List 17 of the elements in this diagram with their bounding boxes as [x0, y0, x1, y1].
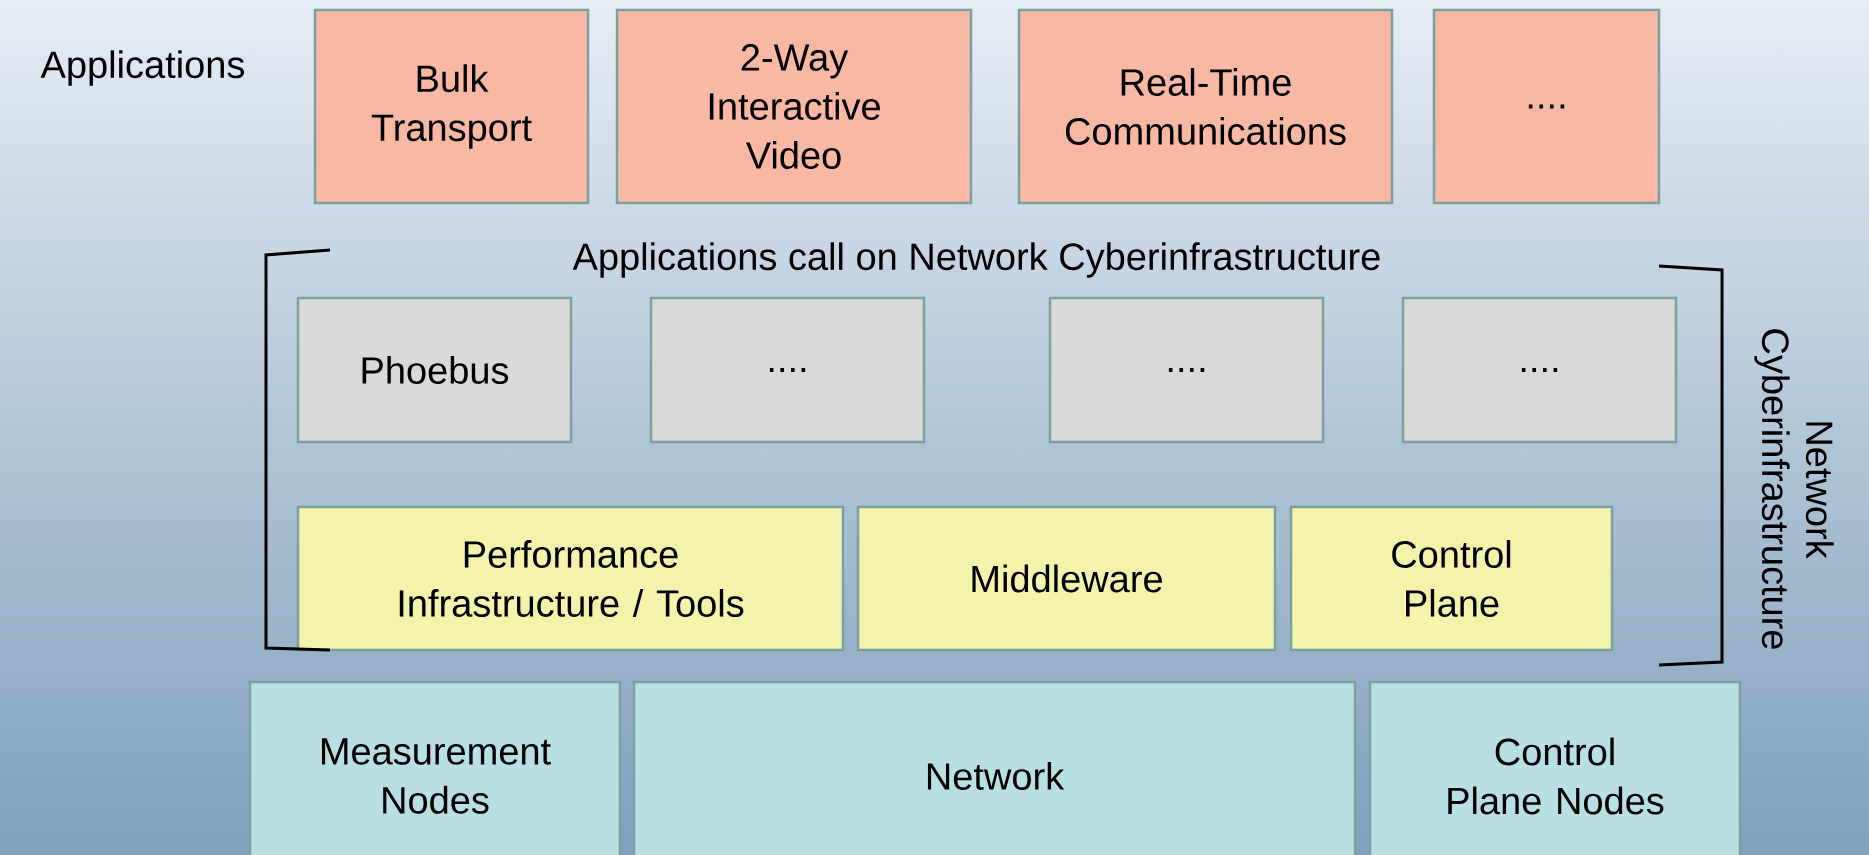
tool-box: Middleware: [856, 505, 1277, 652]
infrastructure-box: Network: [632, 680, 1357, 855]
layer-heading: Applications call on Network Cyberinfrastructure: [572, 242, 1380, 278]
service-box: ....: [1048, 296, 1325, 444]
service-box: Phoebus: [296, 296, 573, 444]
application-box: ....: [1432, 8, 1661, 205]
side-label: Network Cyberinfrastructure: [1754, 329, 1834, 649]
tool-box: Performance Infrastructure / Tools: [296, 505, 845, 652]
application-box: 2-Way Interactive Video: [615, 8, 973, 205]
service-box: ....: [649, 296, 926, 444]
application-box: Real-Time Communications: [1017, 8, 1394, 205]
application-box: Bulk Transport: [313, 8, 590, 205]
infrastructure-box: Control Plane Nodes: [1368, 680, 1742, 855]
infrastructure-box: Measurement Nodes: [248, 680, 622, 855]
service-box: ....: [1401, 296, 1678, 444]
tool-box: Control Plane: [1289, 505, 1614, 652]
left-label: Applications: [40, 50, 245, 86]
